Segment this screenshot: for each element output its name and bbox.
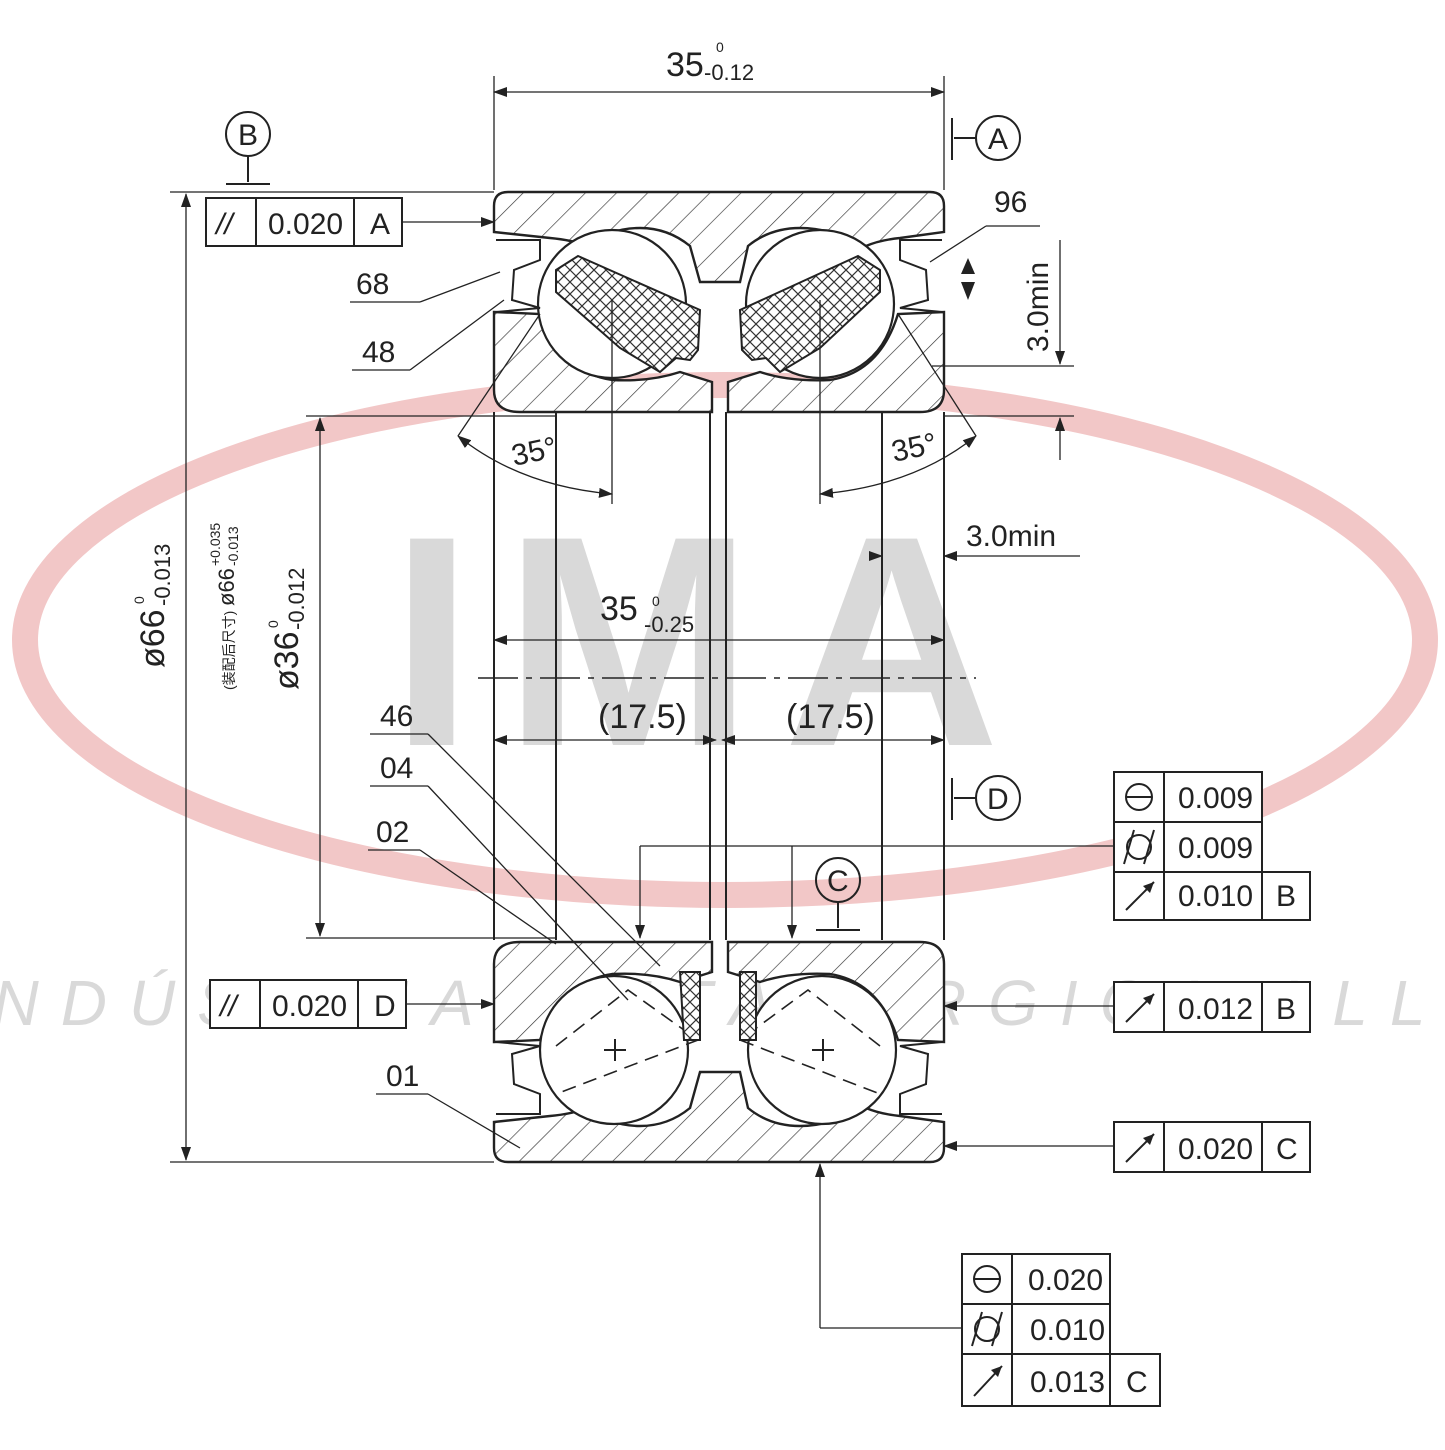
fcf-parallel-a-value: 0.020 <box>268 208 343 241</box>
cage-top-left <box>555 254 702 374</box>
watermark: IMA INDÚSTRIA METALÚRGICA ALLI <box>0 372 1445 1039</box>
fcf-parallel-a-datum: A <box>370 208 390 241</box>
half-width-left: (17.5) <box>598 698 687 736</box>
bore-dia-tol-lower: -0.012 <box>284 568 309 630</box>
fcf-runout-mid: 0.012 B <box>943 981 1311 1033</box>
fcf-runout-low-datum: C <box>1276 1133 1298 1166</box>
fcf-right-roundness-value: 0.009 <box>1178 782 1253 815</box>
seal-top-left <box>495 239 541 313</box>
part-48: 48 <box>362 336 395 369</box>
part-68: 68 <box>356 268 389 301</box>
datum-d-letter: D <box>987 783 1009 816</box>
top-width-tol-lower: -0.12 <box>704 60 754 85</box>
angle-arc-left <box>457 435 613 498</box>
min-chamfer-right-label: 3.0min <box>1022 262 1055 352</box>
part-leaders: 96 68 48 46 04 02 01 <box>350 186 1040 1149</box>
cage-bottom-right <box>738 988 881 1095</box>
seal-bottom-right <box>899 1041 943 1115</box>
part-04: 04 <box>380 752 413 785</box>
outer-dia-alt-prefix: (装配后尺寸) <box>221 611 237 690</box>
outer-dia-tol-upper: 0 <box>131 596 147 604</box>
top-width-tol-upper: 0 <box>716 39 724 55</box>
fcf-runout-mid-value: 0.012 <box>1178 993 1253 1026</box>
retainer-bottom-right <box>739 971 757 1041</box>
fcf-parallel-d-symbol: // <box>218 990 239 1023</box>
datum-d-bubble <box>975 775 1021 821</box>
angle-right-label: 35° <box>889 427 940 469</box>
fcf-right-cylindricity-value: 0.009 <box>1178 832 1253 865</box>
top-width-value: 35 <box>666 46 704 84</box>
inner-ring-top-right <box>726 310 946 414</box>
fcf-runout-low-value: 0.020 <box>1178 1133 1253 1166</box>
seal-bottom-left <box>495 1041 541 1115</box>
fcf-right-runout-value: 0.010 <box>1178 880 1253 913</box>
outer-dia-value: ø66 <box>134 609 172 668</box>
fcf-right-runout-datum: B <box>1276 880 1296 913</box>
inner-width-value: 35 <box>600 590 638 628</box>
fcf-bottom-runout-value: 0.013 <box>1030 1366 1105 1399</box>
inner-width-tol-lower: -0.25 <box>644 612 694 637</box>
fcf-parallel-a: // 0.020 A <box>205 197 495 247</box>
direction-arrows <box>961 258 975 300</box>
fcf-parallel-d: // 0.020 D <box>209 979 495 1029</box>
fcf-runout-low: 0.020 C <box>943 1121 1311 1173</box>
part-46: 46 <box>380 700 413 733</box>
retainer-bottom-left <box>678 971 701 1041</box>
min-chamfer-side-label: 3.0min <box>966 520 1056 553</box>
fcf-bottom-cylindricity-value: 0.010 <box>1030 1314 1105 1347</box>
outer-ring-bottom <box>492 1070 946 1164</box>
part-02: 02 <box>376 816 409 849</box>
datum-a-bubble <box>975 115 1021 161</box>
angle-left-label: 35° <box>509 431 560 473</box>
inner-width-tol-upper: 0 <box>652 593 660 609</box>
part-01: 01 <box>386 1060 419 1093</box>
outer-ring-top <box>492 190 946 284</box>
bore-dia-value: ø36 <box>268 631 306 690</box>
ball-center-cross-left <box>604 1039 626 1061</box>
ball-center-cross-right <box>812 1039 834 1061</box>
fcf-parallel-d-value: 0.020 <box>272 990 347 1023</box>
fcf-bottom-roundness-value: 0.020 <box>1028 1264 1103 1297</box>
fcf-bottom-runout-datum: C <box>1126 1366 1148 1399</box>
part-96: 96 <box>994 186 1027 219</box>
datums: B A D C <box>225 111 1021 931</box>
dimensions: 35 0 -0.12 35 0 -0.25 (17.5) (17.5) ø66 … <box>131 39 1080 1163</box>
bore-dia-tol-upper: 0 <box>265 620 281 628</box>
outer-dia-tol-lower: -0.013 <box>150 544 175 606</box>
fcf-bottom-stack: 0.020 0.010 0.013 C <box>815 1163 1161 1407</box>
angle-arc-right <box>819 435 977 498</box>
half-width-right: (17.5) <box>786 698 875 736</box>
outer-dia-alt-value: ø66 <box>214 568 239 606</box>
fcf-runout-mid-datum: B <box>1276 993 1296 1026</box>
fcf-parallel-d-datum: D <box>374 990 396 1023</box>
cage-bottom-left <box>555 989 700 1095</box>
outer-dia-alt-tol-lower: -0.013 <box>225 526 241 566</box>
cage-top-right <box>738 254 881 374</box>
outer-dia-alt-tol-upper: +0.035 <box>207 523 223 566</box>
fcf-right-stack: 0.009 0.009 0.010 B <box>635 771 1311 939</box>
seal-top-right <box>899 239 943 313</box>
fcf-parallel-a-symbol: // <box>214 208 235 241</box>
datum-a-letter: A <box>988 123 1008 156</box>
datum-b-letter: B <box>238 119 258 152</box>
datum-c-letter: C <box>827 865 849 898</box>
